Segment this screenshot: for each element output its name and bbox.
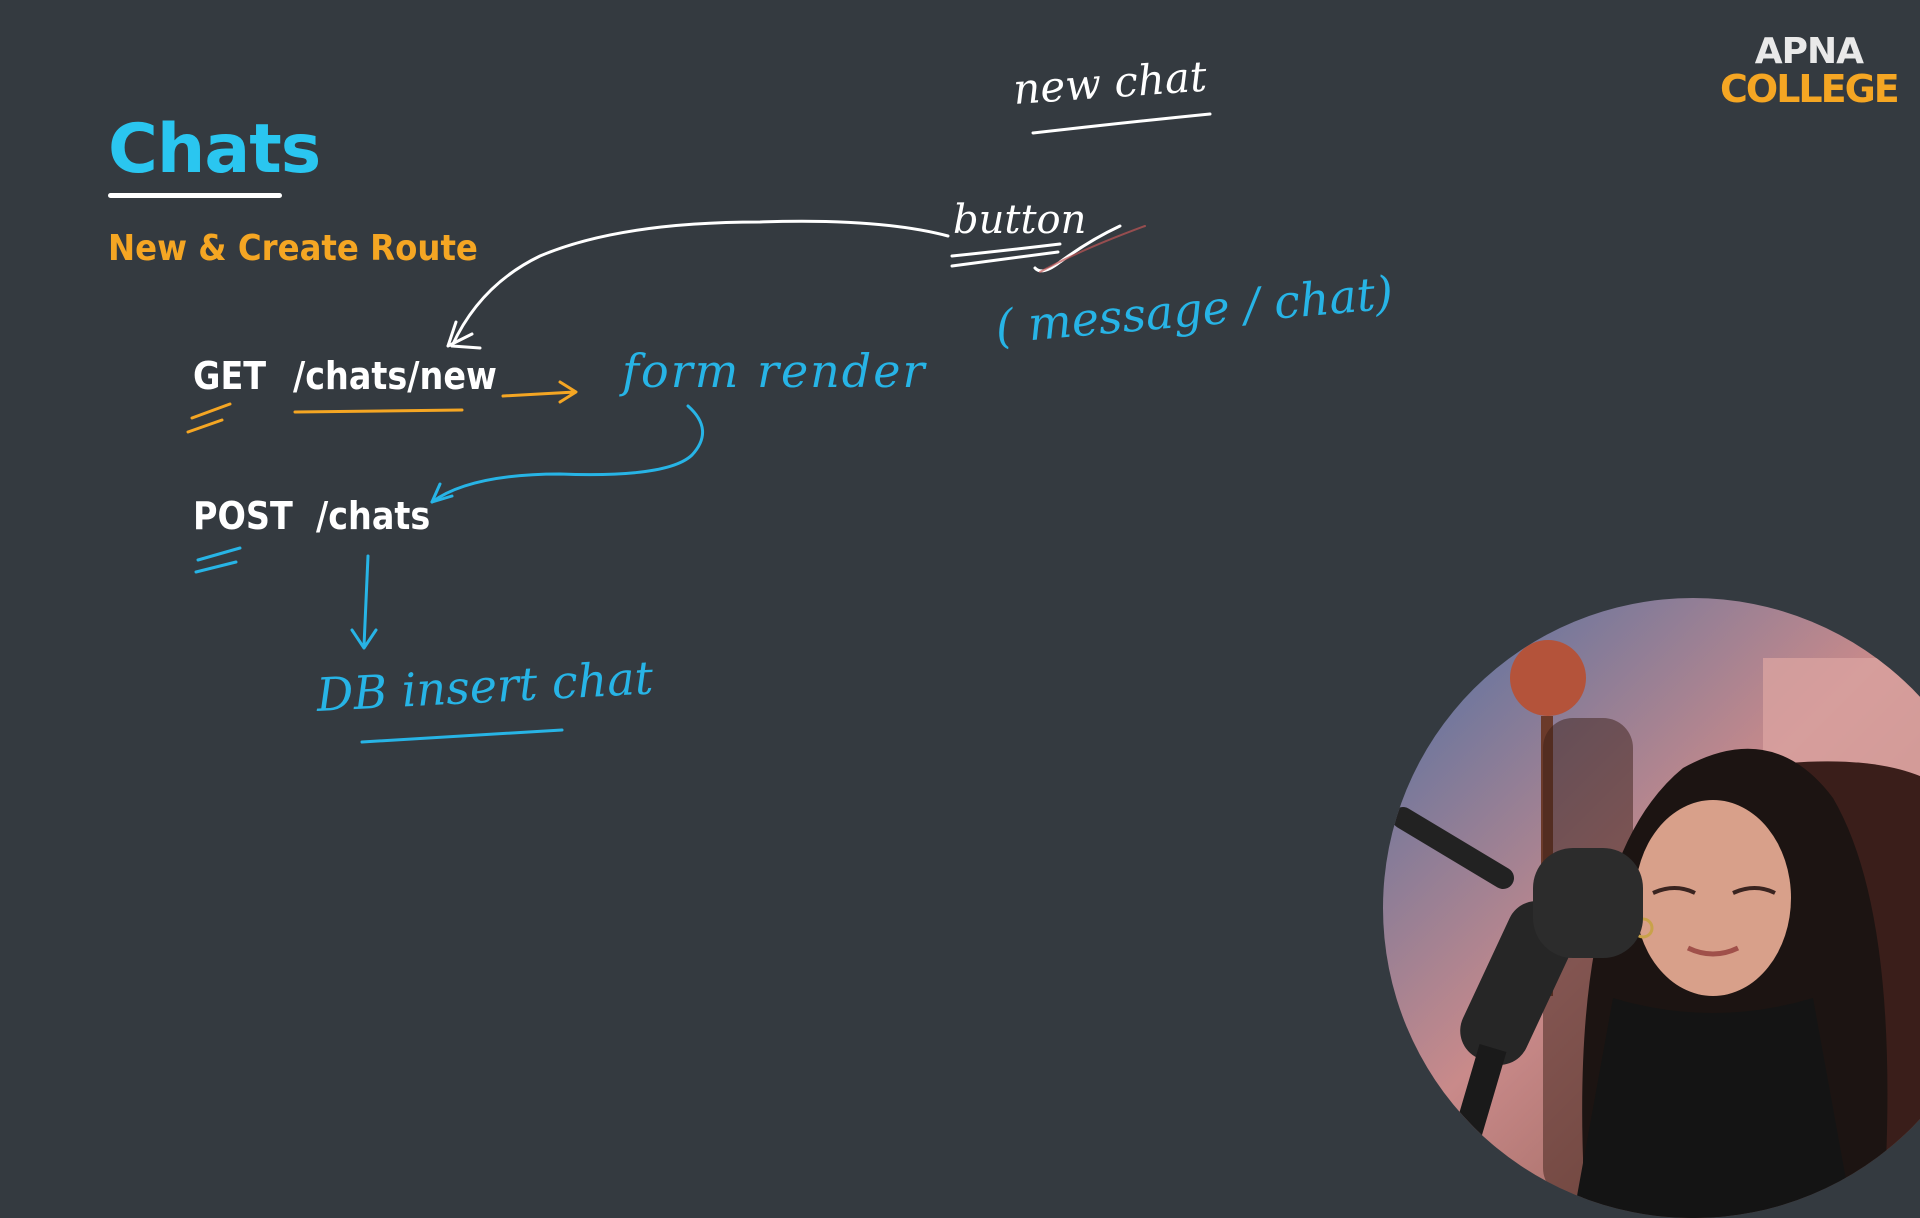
- apna-college-logo: APNA COLLEGE: [1720, 31, 1900, 111]
- path-underline: [293, 408, 464, 414]
- new-chat-underline: [1031, 112, 1212, 135]
- route-post-method: POST: [193, 494, 293, 538]
- logo-line-1: APNA: [1754, 31, 1864, 72]
- slide-subtitle: New & Create Route: [108, 228, 478, 269]
- db-underline: [360, 728, 564, 744]
- slide-title: Chats: [108, 110, 321, 189]
- lamp-globe: [1510, 640, 1586, 716]
- route-post-path: /chats: [316, 494, 431, 538]
- post-emphasis-mark: [194, 546, 242, 574]
- route-get-method: GET: [193, 354, 267, 398]
- torso: [1573, 998, 1853, 1218]
- face: [1635, 800, 1791, 996]
- button-check: [1033, 224, 1122, 273]
- post-to-db-arrow: [350, 554, 378, 650]
- button-to-get-arrow: [450, 219, 950, 348]
- orange-arrow: [501, 380, 578, 404]
- button-underline: [950, 242, 1062, 268]
- logo-line-2: COLLEGE: [1720, 67, 1900, 111]
- ink-strokes: [186, 112, 1212, 744]
- form-render-note: form render: [622, 344, 927, 398]
- route-get-path: /chats/new: [293, 354, 497, 398]
- button-note: button: [953, 197, 1087, 243]
- title-underline: [108, 193, 282, 198]
- form-to-post-arrow: [430, 404, 704, 504]
- get-emphasis-mark: [186, 402, 232, 434]
